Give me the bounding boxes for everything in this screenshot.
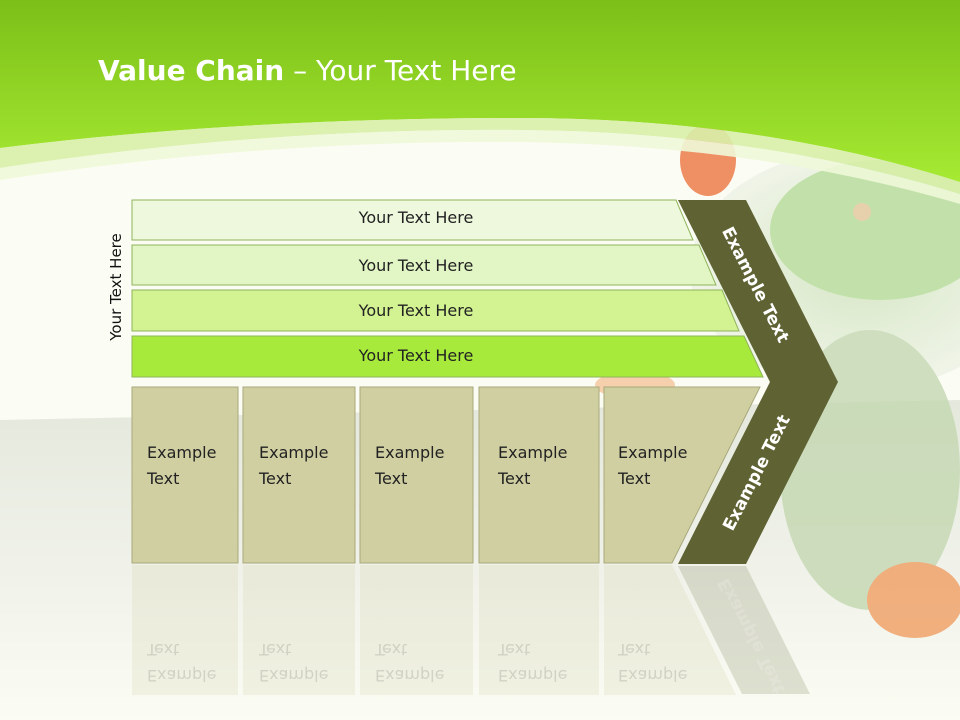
bar-label-2: Your Text Here bbox=[358, 256, 474, 275]
box-2 bbox=[242, 386, 356, 564]
box-reflection-shape-1 bbox=[132, 565, 238, 695]
bar-label-3: Your Text Here bbox=[358, 301, 474, 320]
slide-title: Value Chain – Your Text Here bbox=[98, 54, 517, 87]
box-4 bbox=[478, 386, 600, 564]
reflection-group bbox=[132, 565, 810, 695]
bar-4 bbox=[131, 335, 764, 378]
chevron-arrow bbox=[678, 200, 838, 564]
bar-1 bbox=[131, 199, 694, 241]
box-reflection-shape-2 bbox=[243, 565, 355, 695]
box-5 bbox=[603, 386, 761, 564]
title-bold: Value Chain bbox=[98, 54, 285, 87]
chevron-reflection bbox=[678, 566, 810, 694]
bar-3 bbox=[131, 289, 740, 332]
bar-label-1: Your Text Here bbox=[358, 208, 474, 227]
box-3 bbox=[359, 386, 474, 564]
arrow-reflection-label: Example Text bbox=[714, 574, 790, 698]
box-reflection-shape-5 bbox=[604, 565, 736, 695]
box-1 bbox=[131, 386, 239, 564]
title-rest: – Your Text Here bbox=[284, 54, 517, 87]
header-band bbox=[0, 0, 960, 182]
bar-2 bbox=[131, 244, 717, 286]
box-reflection-shape-4 bbox=[479, 565, 599, 695]
box-reflection-shape-3 bbox=[360, 565, 473, 695]
bar-label-4: Your Text Here bbox=[358, 346, 474, 365]
